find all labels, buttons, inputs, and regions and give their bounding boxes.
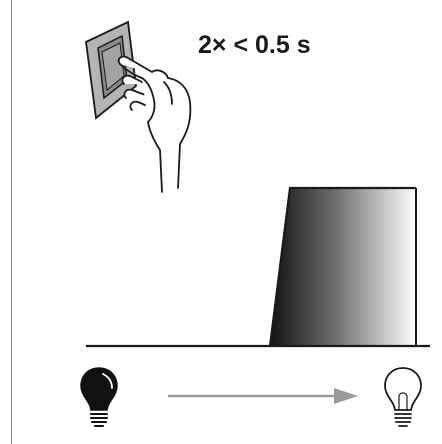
brightness-ramp bbox=[270, 188, 416, 346]
lightbulb-on-icon bbox=[383, 366, 423, 430]
double-press-instruction: 2× < 0.5 s bbox=[198, 30, 311, 60]
brightness-ramp-graph bbox=[86, 186, 430, 348]
arrow-right-icon bbox=[168, 386, 360, 406]
lightbulb-off-icon bbox=[79, 366, 119, 430]
wall-switch-icon bbox=[76, 10, 208, 198]
pressing-hand-icon bbox=[119, 57, 191, 192]
left-divider bbox=[11, 0, 12, 444]
